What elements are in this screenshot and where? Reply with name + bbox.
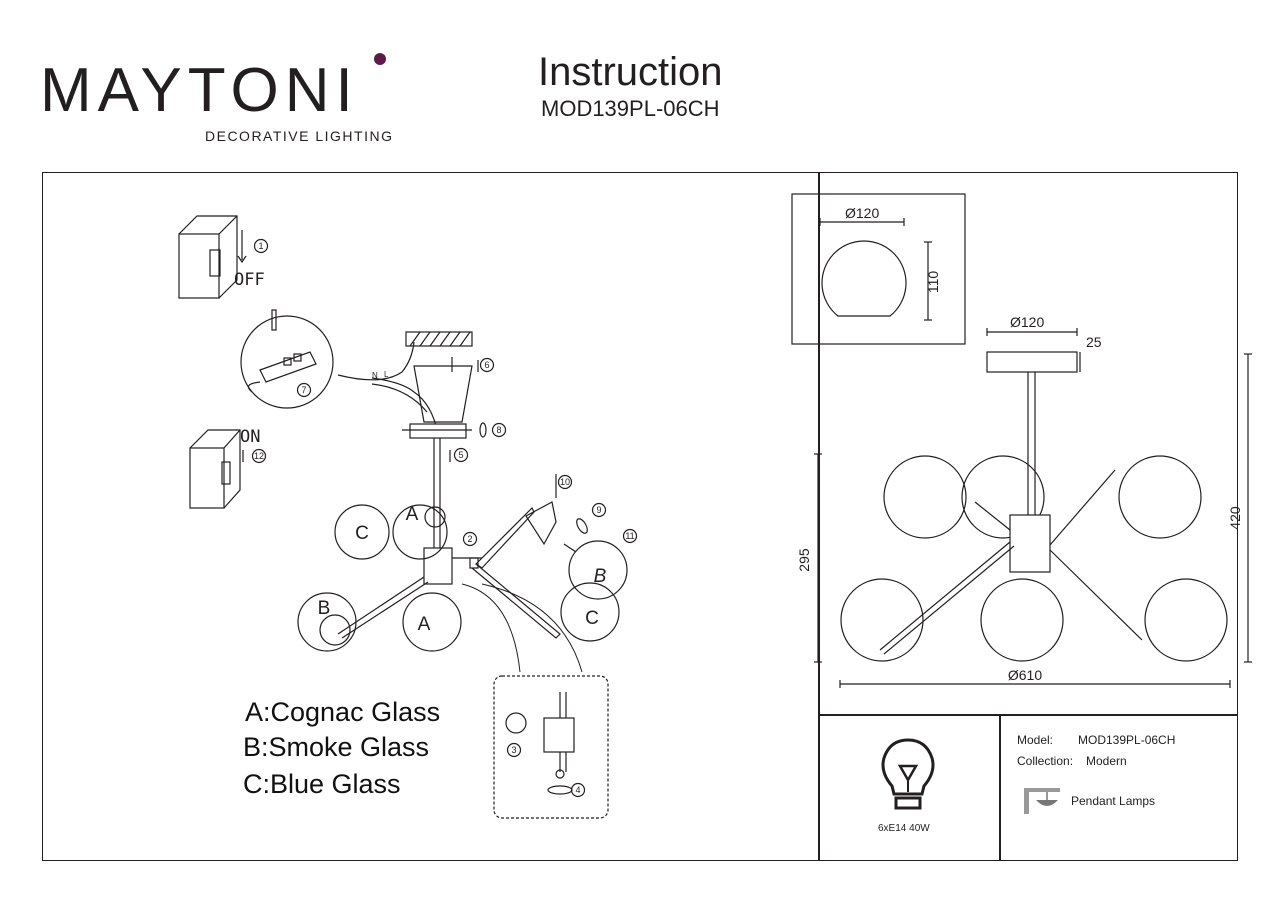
spec-box-divider: [999, 714, 1001, 861]
dim-body-height: 295: [796, 548, 812, 572]
shade-top-right: [1118, 455, 1202, 539]
legend-smoke: B:Smoke Glass: [243, 732, 430, 762]
shade-b-2: [568, 540, 628, 600]
step-5-marker: [453, 447, 469, 463]
shade-marker-5: B: [594, 566, 607, 587]
step-8-number: 8: [496, 425, 501, 435]
dim-total-height: 420: [1227, 506, 1243, 530]
detail-leader: [337, 341, 415, 381]
holder-icon: [525, 501, 557, 546]
shade-marker-3: B: [318, 598, 331, 619]
page-subtitle-model: MOD139PL-06CH: [541, 96, 720, 121]
step-2-number: 2: [467, 534, 472, 544]
dim-canopy-diameter: Ø120: [1010, 314, 1044, 330]
step-12-marker: [251, 448, 267, 464]
mounting-bracket-icon: [413, 365, 473, 423]
shade-bottom-center: [980, 578, 1064, 662]
wiring-detail-bubble: [240, 315, 334, 409]
brand-name: MAYTONI: [40, 56, 359, 125]
shade-dimension-box: [791, 193, 966, 345]
switch-off-label: OFF: [234, 270, 265, 290]
shade-marker-2: A: [406, 504, 419, 525]
lamp-body: [423, 547, 453, 585]
model-value: MOD139PL-06CH: [1078, 733, 1176, 747]
shade-top-left: [883, 455, 967, 539]
step-11-marker: [622, 528, 638, 544]
collection-value: Modern: [1086, 754, 1127, 768]
dim-total-width: Ø610: [1008, 667, 1042, 683]
step-6-marker: [479, 357, 495, 373]
shade-c-2: [560, 582, 620, 642]
ceiling-icon: [405, 331, 473, 347]
model-label: Model:: [1017, 733, 1054, 747]
shade-bottom-left: [840, 578, 924, 662]
detail-box: [493, 675, 609, 819]
bulb-icon: [881, 738, 935, 810]
step-8-marker: [491, 422, 507, 438]
step-6-number: 6: [484, 360, 489, 370]
instruction-frame: [42, 172, 1238, 861]
shade-a-1: [392, 504, 448, 560]
logo-dot-icon: [374, 53, 386, 65]
dimension-drawing: Ø120 110 Ø120 25 420 295 Ø610: [791, 193, 1252, 688]
shade-top-center: [961, 455, 1045, 539]
step-11-number: 11: [625, 531, 634, 541]
step-5-number: 5: [458, 450, 463, 460]
legend-blue: C:Blue Glass: [243, 769, 401, 799]
dim-shade-diameter: Ø120: [845, 205, 879, 221]
step-1-number: 1: [258, 241, 263, 251]
shade-marker-6: C: [585, 608, 599, 629]
wall-switch-off-icon: [178, 215, 238, 299]
shade-a-2: [402, 592, 462, 652]
brand-logo: MAYTONI: [40, 60, 359, 122]
legend-cognac: A:Cognac Glass: [245, 697, 441, 727]
canopy-outline: [986, 351, 1078, 373]
bulb-spec: 6xE14 40W: [878, 823, 930, 834]
step-4-marker: [570, 782, 586, 798]
wire-label-n: N: [372, 371, 378, 380]
lamp-arm: [337, 576, 425, 635]
switch-on-label: ON: [240, 427, 260, 447]
collection-label: Collection:: [1017, 754, 1074, 768]
wire-label-l: L: [384, 370, 389, 379]
step-9-number: 9: [596, 505, 601, 515]
category-label: Pendant Lamps: [1071, 794, 1156, 808]
step-2-marker: [462, 531, 478, 547]
shade-marker-1: C: [355, 523, 369, 544]
step-1-marker: [253, 238, 269, 254]
frame-divider: [818, 172, 820, 861]
step-7-marker: [296, 382, 312, 398]
step-3-number: 3: [511, 745, 516, 755]
wall-switch-on-icon: [189, 429, 241, 509]
dim-canopy-height: 25: [1086, 334, 1102, 350]
detached-arm: [475, 506, 535, 569]
step-10-marker: [557, 474, 573, 490]
canopy-icon: [409, 423, 467, 439]
step-4-number: 4: [575, 785, 580, 795]
shade-marker-4: A: [418, 614, 431, 635]
dim-shade-height: 110: [925, 271, 941, 294]
page-title: Instruction: [538, 50, 723, 94]
brand-tagline: DECORATIVE LIGHTING: [205, 128, 394, 144]
step-3-marker: [506, 742, 522, 758]
step-9-marker: [591, 502, 607, 518]
step-10-number: 10: [560, 477, 570, 487]
step-12-number: 12: [254, 451, 264, 461]
shade-c-1: [334, 504, 390, 560]
step-7-number: 7: [301, 385, 306, 395]
pendant-lamp-icon: [1024, 788, 1060, 814]
installation-diagram: 1 2 3 4 5 6 7 8 9 10 11 12 OFF ON L N C …: [178, 215, 638, 819]
spec-box-top-line: [818, 714, 1238, 716]
shade-bottom-right: [1144, 578, 1228, 662]
shade-outline: [821, 240, 907, 317]
body-outline: [1009, 514, 1051, 573]
shade-b-1: [297, 592, 357, 652]
